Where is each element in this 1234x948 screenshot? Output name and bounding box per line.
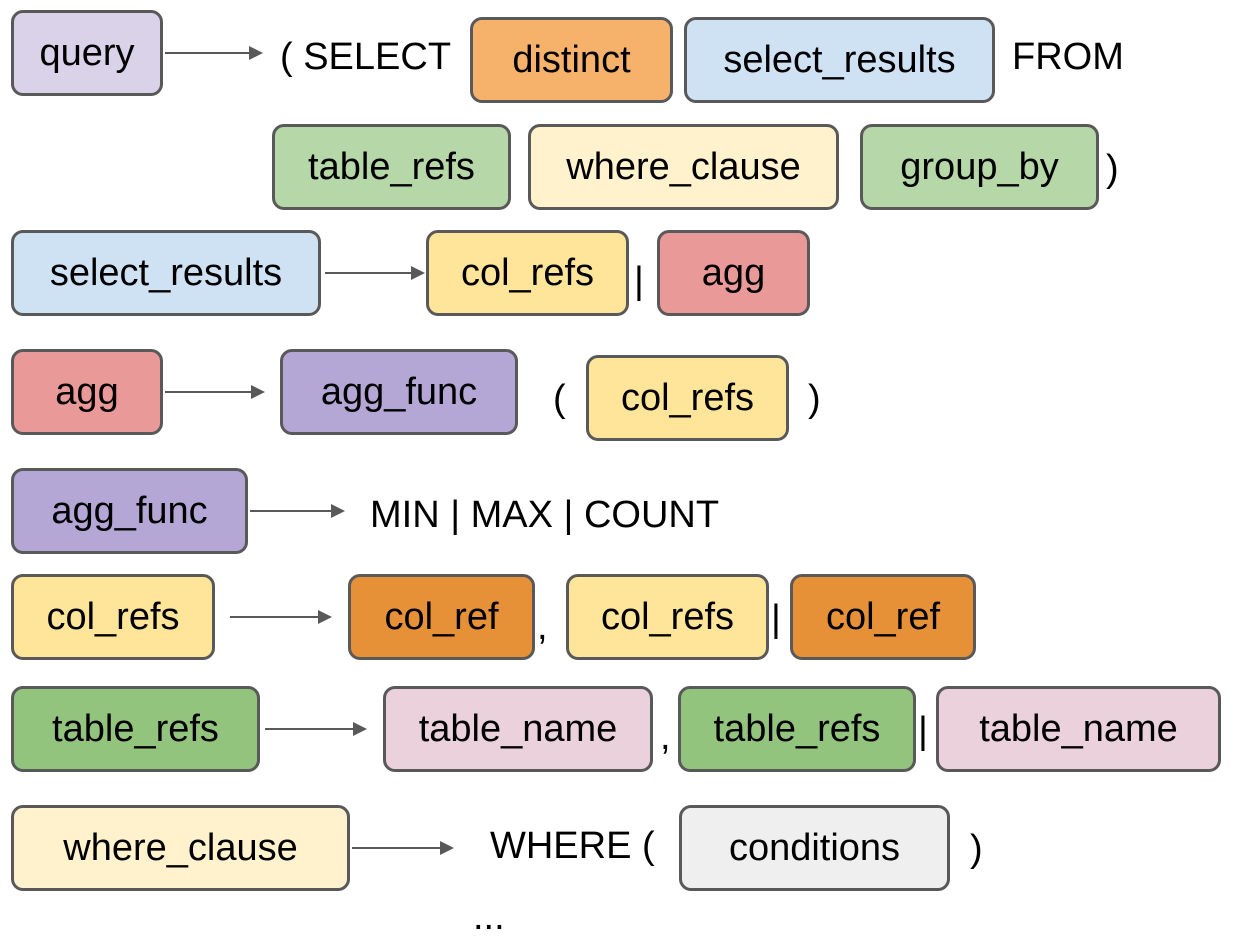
rule-col-refs-col-ref-1: col_ref xyxy=(348,574,535,660)
rule-table-refs-arrow xyxy=(265,722,367,736)
rule-col-refs-lhs: col_refs xyxy=(11,574,215,660)
rule-query-table-refs: table_refs xyxy=(272,124,511,210)
rule-table-refs-table-name-2: table_name xyxy=(936,686,1221,772)
rule-query-arrow xyxy=(165,46,263,60)
rule-where-clause-arrow xyxy=(352,841,454,855)
rule-agg-arrow xyxy=(165,385,265,399)
rule-table-refs-table-refs: table_refs xyxy=(678,686,916,772)
rule-select-results-agg: agg xyxy=(657,230,810,316)
rule-select-results-or: | xyxy=(634,260,644,302)
rule-select-results-lhs: select_results xyxy=(11,230,321,316)
rule-where-clause-lhs: where_clause xyxy=(11,805,350,891)
rule-where-clause-close-paren: ) xyxy=(970,828,983,870)
rule-agg-lhs: agg xyxy=(11,349,163,435)
rule-col-refs-arrow xyxy=(230,610,332,624)
rule-agg-func-lhs: agg_func xyxy=(11,468,248,554)
rule-select-results-col-refs: col_refs xyxy=(426,230,629,316)
rule-where-clause-conditions: conditions xyxy=(679,805,950,891)
rule-query-from-keyword: FROM xyxy=(1012,36,1124,78)
rule-agg-col-refs: col_refs xyxy=(586,355,789,441)
rule-select-results-arrow xyxy=(325,266,425,280)
rule-col-refs-col-refs: col_refs xyxy=(566,574,769,660)
rule-query-close-paren: ) xyxy=(1106,148,1119,190)
rule-col-refs-comma: , xyxy=(537,606,548,648)
rule-table-refs-table-name-1: table_name xyxy=(383,686,653,772)
continuation-ellipsis: ... xyxy=(473,896,505,938)
rule-table-refs-lhs: table_refs xyxy=(11,686,260,772)
rule-table-refs-or: | xyxy=(918,710,928,752)
rule-query-group-by: group_by xyxy=(860,124,1099,210)
rule-where-clause-where-keyword: WHERE ( xyxy=(490,825,655,867)
rule-agg-func-options: MIN | MAX | COUNT xyxy=(370,494,720,536)
rule-agg-close-paren: ) xyxy=(808,378,821,420)
rule-query-where-clause: where_clause xyxy=(528,124,839,210)
rule-query-distinct: distinct xyxy=(470,17,673,103)
rule-query-select-keyword: ( SELECT xyxy=(280,36,452,78)
rule-col-refs-col-ref-2: col_ref xyxy=(790,574,976,660)
rule-query-lhs: query xyxy=(11,10,163,96)
rule-table-refs-comma: , xyxy=(660,716,671,758)
rule-agg-func-arrow xyxy=(250,504,345,518)
rule-query-select-results: select_results xyxy=(684,17,995,103)
rule-col-refs-or: | xyxy=(771,598,781,640)
rule-agg-open-paren: ( xyxy=(553,378,566,420)
rule-agg-agg-func: agg_func xyxy=(280,349,518,435)
